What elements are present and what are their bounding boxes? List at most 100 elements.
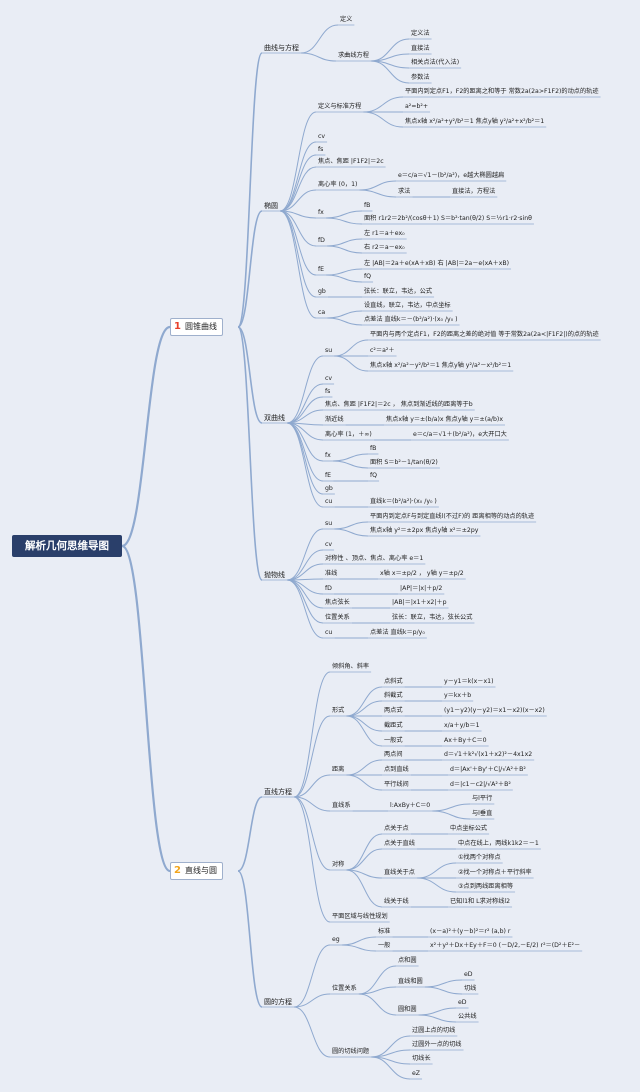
map-node-sq-e[interactable]: e＝c/a＝√1＋(b²/a²)，e大开口大 bbox=[413, 431, 507, 438]
map-node-ty-e1[interactable]: e＝c/a＝√1－(b²/a²)，e越大椭圆越扁 bbox=[398, 172, 505, 179]
map-node-ty-fQ[interactable]: fQ bbox=[364, 273, 372, 280]
map-node-ty-lxl[interactable]: 离心率 (0，1) bbox=[318, 181, 358, 188]
map-node-zx-c[interactable]: ③点到两线距离相等 bbox=[458, 883, 514, 890]
map-node-pw-fD[interactable]: fD bbox=[325, 585, 332, 592]
map-node-pw-zx2[interactable]: x轴 x＝±p/2 ， y轴 y＝±p/2 bbox=[380, 570, 464, 577]
map-node-ty-fB[interactable]: fB bbox=[364, 202, 371, 209]
map-node-sq-su[interactable]: su bbox=[325, 347, 333, 354]
map-node-sq-fB[interactable]: fB bbox=[370, 445, 377, 452]
map-node-ddzx2[interactable]: d＝|Ax'＋By'＋C|/√A²＋B² bbox=[450, 766, 526, 773]
map-node-sq-lxl[interactable]: 离心率 (1，＋∞) bbox=[325, 431, 372, 438]
map-node-ylcz[interactable]: 与l垂直 bbox=[472, 810, 493, 817]
map-node-zjf[interactable]: 直接法 bbox=[411, 45, 430, 52]
map-node-ty-d3[interactable]: 焦点x轴 x²/a²+y²/b²＝1 焦点y轴 y²/a²+x²/b²＝1 bbox=[405, 118, 545, 125]
map-node-pw-zx[interactable]: 准线 bbox=[325, 570, 338, 577]
map-node-dc[interactable]: 对称 bbox=[332, 861, 345, 868]
map-node-ddzx[interactable]: 点到直线 bbox=[384, 766, 409, 773]
map-node-pw-cv[interactable]: cv bbox=[325, 541, 333, 548]
map-node-xgd[interactable]: 相关点法(代入法) bbox=[411, 59, 460, 66]
map-node-ty-d2[interactable]: a²=b²+ bbox=[405, 103, 429, 110]
map-node-y-yb[interactable]: 一般 bbox=[378, 942, 391, 949]
map-node-ty-jd[interactable]: 焦点、焦距 |F1F2|＝2c bbox=[318, 158, 384, 165]
map-node-ylpx[interactable]: 与l平行 bbox=[472, 795, 493, 802]
map-node-sq-d3[interactable]: 焦点x轴 x²/a²－y²/b²＝1 焦点y轴 y²/a²－x²/b²＝1 bbox=[370, 362, 512, 369]
map-node-zxx2[interactable]: l:AxBy＋C＝0 bbox=[390, 802, 431, 809]
map-node-dgyzx2[interactable]: 中点在线上，两线k1k2＝－1 bbox=[458, 840, 539, 847]
map-node-y-eg[interactable]: eg bbox=[332, 936, 340, 943]
map-node-pw-dcf[interactable]: 点差法 直线k＝p/y₀ bbox=[370, 629, 425, 636]
map-node-ldj2[interactable]: d＝√1＋k²√(x1＋x2)²－4x1x2 bbox=[444, 751, 533, 758]
map-node-pwx[interactable]: 抛物线 bbox=[264, 571, 285, 579]
map-node-pw-ab[interactable]: |AB|＝|x1＋x2|＋p bbox=[392, 599, 447, 606]
map-node-y-yb2[interactable]: x²＋y²＋Dx＋Ey＋F＝0 (－D/2,－E/2) r²＝(D²＋E²－ bbox=[430, 942, 581, 949]
map-node-ybs[interactable]: 一般式 bbox=[384, 737, 403, 744]
map-node-ldj[interactable]: 两点间 bbox=[384, 751, 403, 758]
map-node-xjs[interactable]: 斜截式 bbox=[384, 692, 403, 699]
map-node-sq-fE[interactable]: fE bbox=[325, 472, 332, 479]
map-node-pxj2[interactable]: d＝|c1－c2|/√A²＋B² bbox=[450, 781, 511, 788]
map-node-ty-fx[interactable]: fx bbox=[318, 209, 324, 216]
map-node-pw-xc[interactable]: 弦长：联立，韦达，弦长公式 bbox=[392, 614, 473, 621]
map-node-pw-dcx[interactable]: 对称性 、顶点、焦点、离心率 e＝1 bbox=[325, 555, 424, 562]
map-node-dyf[interactable]: 定义法 bbox=[411, 30, 430, 37]
map-node-pmqy[interactable]: 平面区域与线性规划 bbox=[332, 913, 388, 920]
map-node-dxs[interactable]: 点斜式 bbox=[384, 678, 403, 685]
map-node-ldsh2[interactable]: (y1－y2)(y－y2)＝x1－x2)(x－x2) bbox=[444, 707, 545, 714]
map-node-qqxfc[interactable]: 求曲线方程 bbox=[338, 52, 369, 59]
map-node-y-eZ[interactable]: eZ bbox=[412, 1070, 421, 1077]
map-node-ty-fs[interactable]: fs bbox=[318, 146, 324, 153]
map-node-sq-cu[interactable]: cu bbox=[325, 498, 333, 505]
map-node-sq-jjx[interactable]: 渐近线 bbox=[325, 416, 344, 423]
map-node-jjs2[interactable]: x/a＋y/b＝1 bbox=[444, 722, 480, 729]
map-node-dgyd[interactable]: 点关于点 bbox=[384, 825, 409, 832]
map-node-y-bz[interactable]: 标准 bbox=[378, 928, 391, 935]
map-node-jl[interactable]: 距离 bbox=[332, 766, 345, 773]
map-node-pw-jdxc[interactable]: 焦点弦长 bbox=[325, 599, 350, 606]
map-node-ydfc[interactable]: 圆的方程 bbox=[264, 998, 292, 1006]
map-node-pw-d1[interactable]: 平面内到定点F与到定直线l(不过F)的 距离相等的动点的轨迹 bbox=[370, 513, 535, 520]
map-node-zxx[interactable]: 直线系 bbox=[332, 802, 351, 809]
map-node-y-bz2[interactable]: (x－a)²＋(y－b)²＝r² (a,b) r bbox=[430, 928, 511, 935]
map-node-dgyzx[interactable]: 点关于直线 bbox=[384, 840, 415, 847]
map-node-y-yhy[interactable]: 圆和圆 bbox=[398, 1006, 417, 1013]
map-node-ty-cv[interactable]: cv bbox=[318, 133, 326, 140]
map-node-xjs2[interactable]: y＝kx＋b bbox=[444, 692, 472, 699]
map-node-sqx[interactable]: 双曲线 bbox=[264, 414, 285, 422]
map-node-sq-d1[interactable]: 平面内与两个定点F1，F2的距离之差的绝对值 等于常数2a(2a<|F1F2|)… bbox=[370, 331, 599, 338]
map-node-y-eD2[interactable]: eD bbox=[458, 999, 467, 1006]
map-node-xgyx[interactable]: 线关于线 bbox=[384, 898, 409, 905]
map-node-y-qx[interactable]: 切线 bbox=[464, 985, 477, 992]
map-node-pw-d2[interactable]: 焦点x轴 y²＝±2px 焦点y轴 x²＝±2py bbox=[370, 527, 479, 534]
map-node-qxfc[interactable]: 曲线与方程 bbox=[264, 44, 299, 52]
map-node-y-gxx[interactable]: 公共线 bbox=[458, 1013, 477, 1020]
map-node-dxs2[interactable]: y－y1＝k(x－x1) bbox=[444, 678, 494, 685]
map-node-zxfc[interactable]: 直线方程 bbox=[264, 788, 292, 796]
map-node-sq-gb[interactable]: gb bbox=[325, 485, 333, 492]
map-node-ty-mj[interactable]: 面积 r1r2＝2b²/(cosθ＋1) S＝b²·tan(θ/2) S＝½r1… bbox=[364, 215, 532, 222]
map-node-ty-qf2[interactable]: 直接法，方程法 bbox=[452, 188, 496, 195]
map-node-ty-qf[interactable]: 求法 bbox=[398, 188, 411, 195]
map-node-ldsh[interactable]: 两点式 bbox=[384, 707, 403, 714]
map-node-pw-su[interactable]: su bbox=[325, 520, 333, 527]
map-node-csf[interactable]: 参数法 bbox=[411, 74, 430, 81]
map-node-qxj[interactable]: 倾斜角、斜率 bbox=[332, 663, 370, 670]
map-node-ty-gb[interactable]: gb bbox=[318, 288, 326, 295]
map-node-ty-fD[interactable]: fD bbox=[318, 237, 325, 244]
map-node-pxj[interactable]: 平行线间 bbox=[384, 781, 409, 788]
map-node-ty-fE[interactable]: fE bbox=[318, 266, 325, 273]
map-node-y-gyw[interactable]: 过圆外一点的切线 bbox=[412, 1041, 462, 1048]
map-node-dgyd2[interactable]: 中点坐标公式 bbox=[450, 825, 488, 832]
map-node-y-qxwt[interactable]: 圆的切线问题 bbox=[332, 1048, 370, 1055]
map-node-ty[interactable]: 椭圆 bbox=[264, 202, 278, 210]
map-node-ty-xc[interactable]: 弦长：联立，韦达，公式 bbox=[364, 288, 433, 295]
map-node-ty-dybz[interactable]: 定义与标准方程 bbox=[318, 103, 362, 110]
map-node-sq-fQ[interactable]: fQ bbox=[370, 472, 378, 479]
map-node-jjs[interactable]: 截距式 bbox=[384, 722, 403, 729]
map-node-ty-sd[interactable]: 设直线，联立，韦达，中点坐标 bbox=[364, 302, 451, 309]
map-node-y-wz[interactable]: 位置关系 bbox=[332, 985, 357, 992]
map-node-pw-cu[interactable]: cu bbox=[325, 629, 333, 636]
map-node-ty-d1[interactable]: 平面内到定点F1，F2的距离之和等于 常数2a(2a>F1F2)的动点的轨迹 bbox=[405, 88, 599, 95]
map-node-y-eD1[interactable]: eD bbox=[464, 971, 473, 978]
map-node-sq-jjx2[interactable]: 焦点x轴 y＝±(b/a)x 焦点y轴 y＝±(a/b)x bbox=[386, 416, 504, 423]
